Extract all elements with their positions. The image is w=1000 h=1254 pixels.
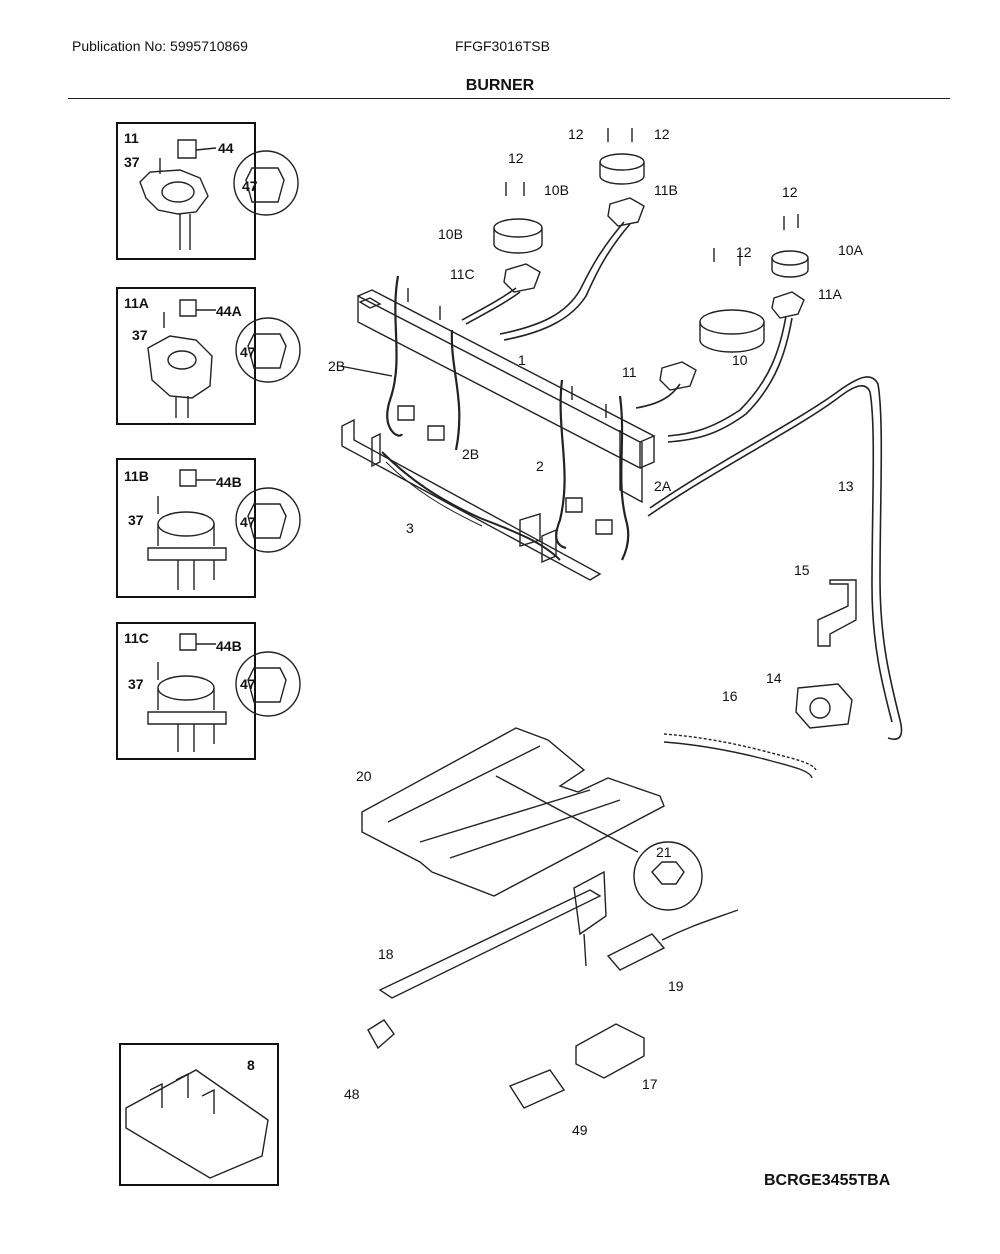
spark-wire-icon xyxy=(386,275,630,561)
inset-nut-label: 47 xyxy=(240,676,256,692)
heat-shield-icon xyxy=(361,727,665,897)
gas-pipe-icon xyxy=(663,733,817,771)
inset-burner-11: 11 44 37 47 xyxy=(116,122,258,260)
pressure-regulator-icon xyxy=(795,683,853,729)
leader-line xyxy=(495,775,639,853)
ignitor-module-icon xyxy=(125,1069,269,1179)
callout-label: 2B xyxy=(462,446,480,462)
burner-head-icon xyxy=(139,139,299,250)
callout-label: 21 xyxy=(656,844,672,860)
callout-label: 12 xyxy=(568,126,584,142)
callout-label: 2A xyxy=(654,478,672,494)
inset-part-label: 44B xyxy=(216,638,242,654)
callout-label: 11 xyxy=(622,364,637,380)
inset-label: 8 xyxy=(247,1057,255,1073)
ignitor-terminals xyxy=(149,1072,215,1114)
gas-line-icon xyxy=(381,451,561,561)
callout-label: 11C xyxy=(450,266,475,282)
burner-tube-icon xyxy=(461,221,903,740)
callout-label: 12 xyxy=(782,184,798,200)
callout-label: 10B xyxy=(544,182,569,198)
callout-label: 12 xyxy=(736,244,752,260)
leader-line xyxy=(339,365,393,377)
bake-burner-icon xyxy=(378,889,602,999)
nut-detail-icon xyxy=(633,841,703,911)
inset-nut-label: 47 xyxy=(240,344,256,360)
inset-label: 11B xyxy=(124,468,149,484)
inset-ignitor-module: 8 xyxy=(119,1043,279,1186)
model-number: FFGF3016TSB xyxy=(455,38,550,54)
valve-bracket-icon xyxy=(341,418,602,581)
inset-screw-label: 37 xyxy=(132,327,148,343)
callout-label: 20 xyxy=(356,768,372,784)
inset-screw-label: 37 xyxy=(124,154,140,170)
callout-label: 48 xyxy=(344,1086,360,1102)
callout-label: 17 xyxy=(642,1076,658,1092)
drawing-code: BCRGE3455TBA xyxy=(764,1172,891,1189)
inset-screw-label: 37 xyxy=(128,676,144,692)
callout-label: 10A xyxy=(838,242,863,258)
callout-label: 3 xyxy=(406,520,414,536)
safety-valve-icon xyxy=(575,1023,645,1079)
callout-label: 18 xyxy=(378,946,394,962)
inset-burner-11c: 11C 44B 37 47 xyxy=(116,622,256,760)
callout-label: 10 xyxy=(732,352,748,368)
burner-cap-icon xyxy=(493,128,809,353)
callout-label: 19 xyxy=(668,978,684,994)
callout-label: 2B xyxy=(328,358,346,374)
bracket-48-icon xyxy=(367,1019,395,1050)
publication-number: Publication No: 5995710869 xyxy=(72,38,248,54)
callout-label: 15 xyxy=(794,562,810,578)
burner-head-icon xyxy=(147,633,301,752)
burner-head-icon xyxy=(147,469,301,590)
valve-icon xyxy=(397,405,613,535)
header-rule xyxy=(68,98,950,99)
inset-nut-label: 47 xyxy=(240,514,256,530)
burner-head-icon xyxy=(147,299,301,418)
inset-part-label: 44B xyxy=(216,474,242,490)
heat-shield-ribs xyxy=(387,745,621,859)
callout-label: 13 xyxy=(838,478,854,494)
callout-label: 1 xyxy=(518,352,526,368)
callout-label: 11B xyxy=(654,182,678,198)
inset-screw-label: 37 xyxy=(128,512,144,528)
gas-line-icon xyxy=(385,461,483,527)
bake-burner-icon xyxy=(573,870,607,936)
callout-label: 16 xyxy=(722,688,738,704)
callout-label: 14 xyxy=(766,670,782,686)
callout-label: 12 xyxy=(508,150,524,166)
igniter-icon xyxy=(606,933,666,971)
igniter-wire-icon xyxy=(661,909,739,941)
gas-pipe-icon xyxy=(663,741,813,779)
inset-label: 11A xyxy=(124,295,149,311)
burner-base-icon xyxy=(407,197,805,418)
callout-label: 11A xyxy=(818,286,842,302)
callout-label: 12 xyxy=(654,126,670,142)
bake-burner-icon xyxy=(583,933,587,967)
inset-label: 11 xyxy=(124,130,139,146)
callout-label: 2 xyxy=(536,458,544,474)
callout-label: 10B xyxy=(438,226,463,242)
inset-part-label: 44 xyxy=(218,140,234,156)
callout-label: 49 xyxy=(572,1122,588,1138)
section-title: BURNER xyxy=(465,77,535,94)
inset-label: 11C xyxy=(124,630,149,646)
inset-part-label: 44A xyxy=(216,303,242,319)
bracket-49-icon xyxy=(508,1069,566,1109)
manifold-icon xyxy=(357,289,656,504)
bracket-icon xyxy=(817,579,857,647)
inset-burner-11a: 11A 44A 37 47 xyxy=(116,287,256,425)
inset-burner-11b: 11B 44B 37 47 xyxy=(116,458,256,598)
